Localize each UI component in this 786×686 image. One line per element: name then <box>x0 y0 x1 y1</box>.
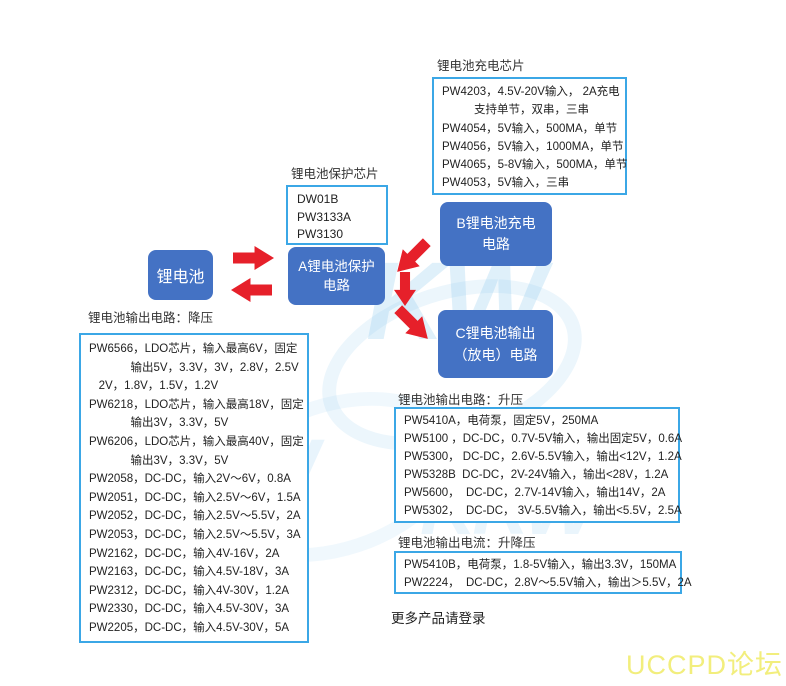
list-item: PW6566，LDO芯片，输入最高6V，固定 <box>89 343 298 355</box>
protect-circuit-label-line2: 电路 <box>323 278 350 293</box>
protect-chips-title: 锂电池保护芯片 <box>291 167 379 181</box>
charge-chips-title: 锂电池充电芯片 <box>437 59 525 73</box>
boost-output-title: 锂电池输出电路：升压 <box>398 393 524 407</box>
charge-chips-list: PW4203，4.5V-20V输入， 2A充电 支持单节，双串，三串 PW405… <box>432 77 627 195</box>
boost-output-list: PW5410A，电荷泵，固定5V，250MA PW5100 ，DC-DC，0.7… <box>394 407 682 523</box>
battery-node-label: 锂电池 <box>156 269 205 286</box>
arrow-right-icon <box>233 246 274 270</box>
list-item: PW4053，5V输入，三串 <box>442 177 570 190</box>
list-item: DW01B <box>297 192 339 206</box>
list-item: PW4056，5V输入，1000MA，单节 <box>442 140 624 153</box>
list-item: PW2205，DC-DC，输入4.5V-30V，5A <box>89 621 290 634</box>
arrow-down-right-icon <box>390 301 437 348</box>
protect-chips-list: DW01B PW3133A PW3130 <box>286 185 388 245</box>
charge-circuit-node: B锂电池充电 电路 <box>440 202 552 266</box>
list-item: PW2053，DC-DC，输入2.5V～5.5V，3A <box>89 528 301 541</box>
list-item: PW4065，5-8V输入，500MA，单节 <box>442 159 628 172</box>
list-item: 输出3V，3.3V，5V <box>89 454 229 467</box>
arrow-left-icon <box>231 278 272 302</box>
list-item: PW4054，5V输入，500MA，单节 <box>442 122 618 135</box>
list-item: PW2058，DC-DC，输入2V～6V，0.8A <box>89 473 291 486</box>
list-item: 输出3V，3.3V，5V <box>89 417 229 430</box>
list-item: 支持单节，双串，三串 <box>442 104 589 117</box>
protect-circuit-node: A锂电池保护 电路 <box>288 247 385 305</box>
charge-circuit-label-line2: 电路 <box>482 236 510 252</box>
list-item: PW6206，LDO芯片，输入最高40V，固定 <box>89 435 304 448</box>
arrow-down-icon <box>394 272 416 306</box>
output-circuit-label-line1: C锂电池输出 <box>455 325 536 341</box>
more-products-text: 更多产品请登录 <box>391 611 486 626</box>
forum-watermark: UCCPD论坛 <box>625 650 783 680</box>
list-item: PW2224， DC-DC，2.8V～5.5V输入，输出＞5.5V，2A <box>404 577 692 589</box>
list-item: PW5410B，电荷泵，1.8-5V输入，输出3.3V，150MA <box>404 559 677 571</box>
list-item: PW6218，LDO芯片，输入最高18V，固定 <box>89 398 304 411</box>
output-circuit-label-line2: （放电）电路 <box>453 347 538 363</box>
list-item: PW5100 ，DC-DC，0.7V-5V输入，输出固定5V，0.6A <box>404 432 682 445</box>
battery-node: 锂电池 <box>148 250 213 300</box>
list-item: PW2163，DC-DC，输入4.5V-18V，3A <box>89 566 290 579</box>
charge-circuit-label-line1: B锂电池充电 <box>456 215 536 231</box>
buckboost-output-list: PW5410B，电荷泵，1.8-5V输入，输出3.3V，150MA PW2224… <box>394 551 692 594</box>
list-item: PW4203，4.5V-20V输入， 2A充电 <box>442 86 620 98</box>
output-circuit-node: C锂电池输出 （放电）电路 <box>438 310 553 378</box>
list-item: PW2312，DC-DC，输入4V-30V，1.2A <box>89 584 290 597</box>
buckboost-output-title: 锂电池输出电流：升降压 <box>398 536 536 550</box>
list-item: PW5300， DC-DC，2.6V-5.5V输入，输出<12V，1.2A <box>404 450 682 463</box>
list-item: PW3130 <box>297 227 344 241</box>
arrow-down-left-icon <box>389 234 436 281</box>
list-item: PW3133A <box>297 209 352 224</box>
list-item: PW5302， DC-DC， 3V-5.5V输入，输出<5.5V，2.5A <box>404 504 682 517</box>
buck-output-title: 锂电池输出电路：降压 <box>88 311 214 325</box>
list-item: PW5328B DC-DC，2V-24V输入，输出<28V，1.2A <box>404 468 669 481</box>
protect-circuit-label-line1: A锂电池保护 <box>298 259 375 274</box>
list-item: 输出5V，3.3V，3V，2.8V，2.5V <box>89 361 299 374</box>
buck-output-list: PW6566，LDO芯片，输入最高6V，固定 输出5V，3.3V，3V，2.8V… <box>79 333 309 643</box>
list-item: PW5410A，电荷泵，固定5V，250MA <box>404 415 599 427</box>
list-item: PW2162，DC-DC，输入4V-16V，2A <box>89 547 280 560</box>
list-item: PW2330，DC-DC，输入4.5V-30V，3A <box>89 603 290 616</box>
list-item: 2V，1.8V，1.5V，1.2V <box>89 380 219 393</box>
list-item: PW2052，DC-DC，输入2.5V～5.5V，2A <box>89 510 301 523</box>
list-item: PW5600， DC-DC，2.7V-14V输入，输出14V，2A <box>404 486 666 499</box>
list-item: PW2051，DC-DC，输入2.5V～6V，1.5A <box>89 491 301 504</box>
